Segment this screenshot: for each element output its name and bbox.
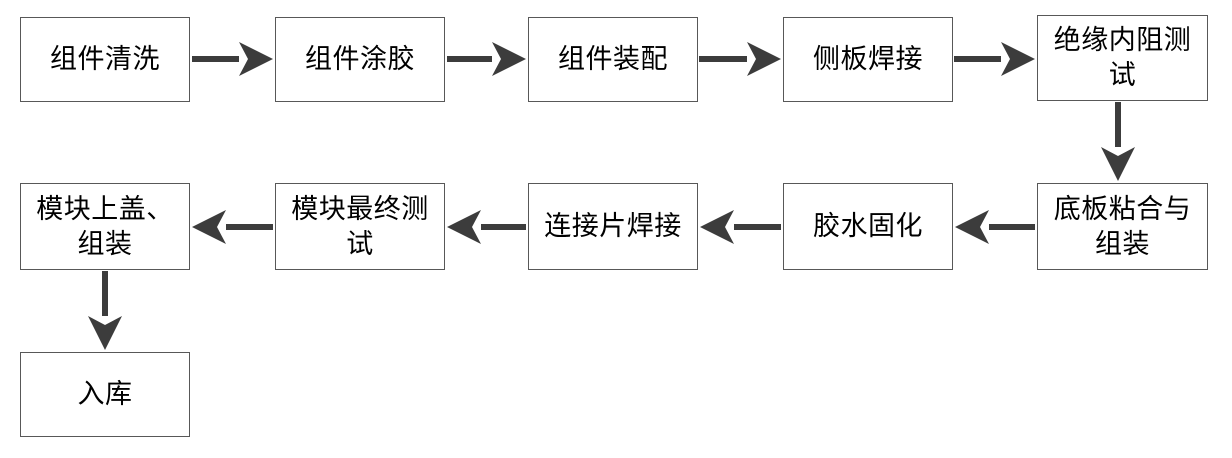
arrow-n6-to-n7 bbox=[955, 210, 1035, 244]
arrow-n2-to-n3 bbox=[447, 42, 526, 76]
process-box-n11[interactable]: 入库 bbox=[20, 352, 190, 437]
arrow-head bbox=[492, 42, 526, 76]
arrow-n8-to-n9 bbox=[447, 210, 526, 244]
process-box-n1[interactable]: 组件清洗 bbox=[20, 17, 190, 102]
arrow-n3-to-n4 bbox=[699, 42, 781, 76]
process-box-n8[interactable]: 连接片焊接 bbox=[528, 183, 698, 270]
process-box-n4[interactable]: 侧板焊接 bbox=[783, 17, 953, 102]
process-box-n9[interactable]: 模块最终测 试 bbox=[275, 183, 445, 270]
arrow-head bbox=[955, 210, 989, 244]
process-box-n5[interactable]: 绝缘内阻测 试 bbox=[1037, 15, 1208, 101]
arrow-n10-to-n11 bbox=[88, 271, 122, 350]
process-box-n3[interactable]: 组件装配 bbox=[528, 17, 698, 102]
arrow-head bbox=[747, 42, 781, 76]
arrow-head bbox=[192, 210, 226, 244]
process-box-n7[interactable]: 胶水固化 bbox=[783, 183, 953, 270]
arrow-n9-to-n10 bbox=[192, 210, 273, 244]
arrow-head bbox=[447, 210, 481, 244]
process-box-n10[interactable]: 模块上盖、 组装 bbox=[20, 183, 190, 270]
arrow-n1-to-n2 bbox=[192, 42, 273, 76]
arrow-head bbox=[700, 210, 734, 244]
process-box-n2[interactable]: 组件涂胶 bbox=[275, 17, 445, 102]
process-box-n6[interactable]: 底板粘合与 组装 bbox=[1037, 183, 1208, 270]
arrow-n5-to-n6 bbox=[1101, 102, 1135, 181]
arrow-head bbox=[1001, 42, 1035, 76]
arrow-head bbox=[1101, 147, 1135, 181]
arrow-head bbox=[88, 316, 122, 350]
arrow-n4-to-n5 bbox=[954, 42, 1035, 76]
arrow-n7-to-n8 bbox=[700, 210, 781, 244]
arrow-head bbox=[239, 42, 273, 76]
